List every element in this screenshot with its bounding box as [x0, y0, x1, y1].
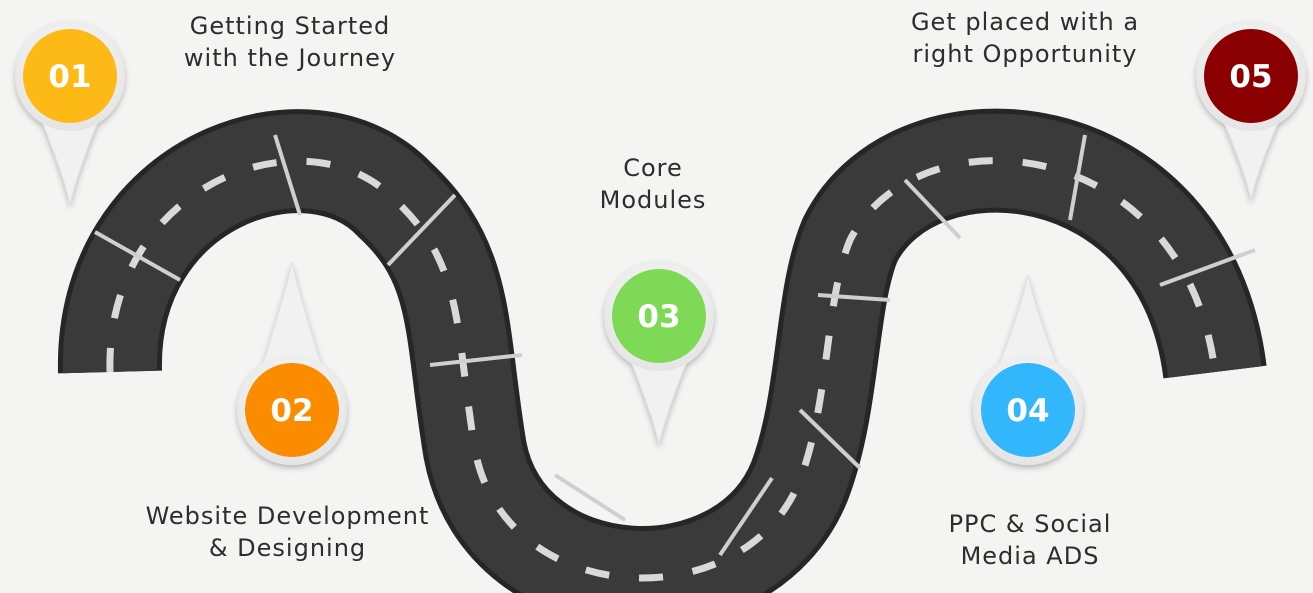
step-5-number: 05	[1229, 59, 1272, 95]
pin-pointer	[35, 105, 105, 206]
step-4-label: PPC & Social Media ADS	[948, 510, 1112, 570]
pin-disc	[23, 29, 117, 123]
step-3-pin: 03	[604, 261, 714, 446]
pin-pointer	[257, 261, 327, 381]
pin-disc	[245, 363, 339, 457]
step-3-label: Core Modules	[599, 154, 707, 214]
pin-pointer	[1216, 105, 1286, 201]
step-1-pin: 01	[15, 21, 125, 206]
step-3-number: 03	[637, 299, 680, 335]
pin-pointer	[993, 274, 1063, 381]
step-1-number: 01	[48, 59, 91, 95]
step-2-pin: 02	[237, 261, 347, 465]
pin-disc	[981, 363, 1075, 457]
pin-disc	[1204, 29, 1298, 123]
step-2-number: 02	[270, 393, 313, 429]
road-segment-joints	[94, 134, 1256, 557]
step-2-label: Website Development & Designing	[145, 502, 430, 562]
step-4-number: 04	[1006, 393, 1049, 429]
winding-road	[57, 108, 1267, 593]
step-5-label: Get placed with a right Opportunity	[910, 8, 1140, 68]
step-5-pin: 05	[1196, 21, 1306, 201]
step-1-label: Getting Started with the Journey	[183, 12, 397, 72]
pin-pointer	[624, 345, 694, 446]
step-4-pin: 04	[973, 274, 1083, 465]
pin-disc	[612, 269, 706, 363]
